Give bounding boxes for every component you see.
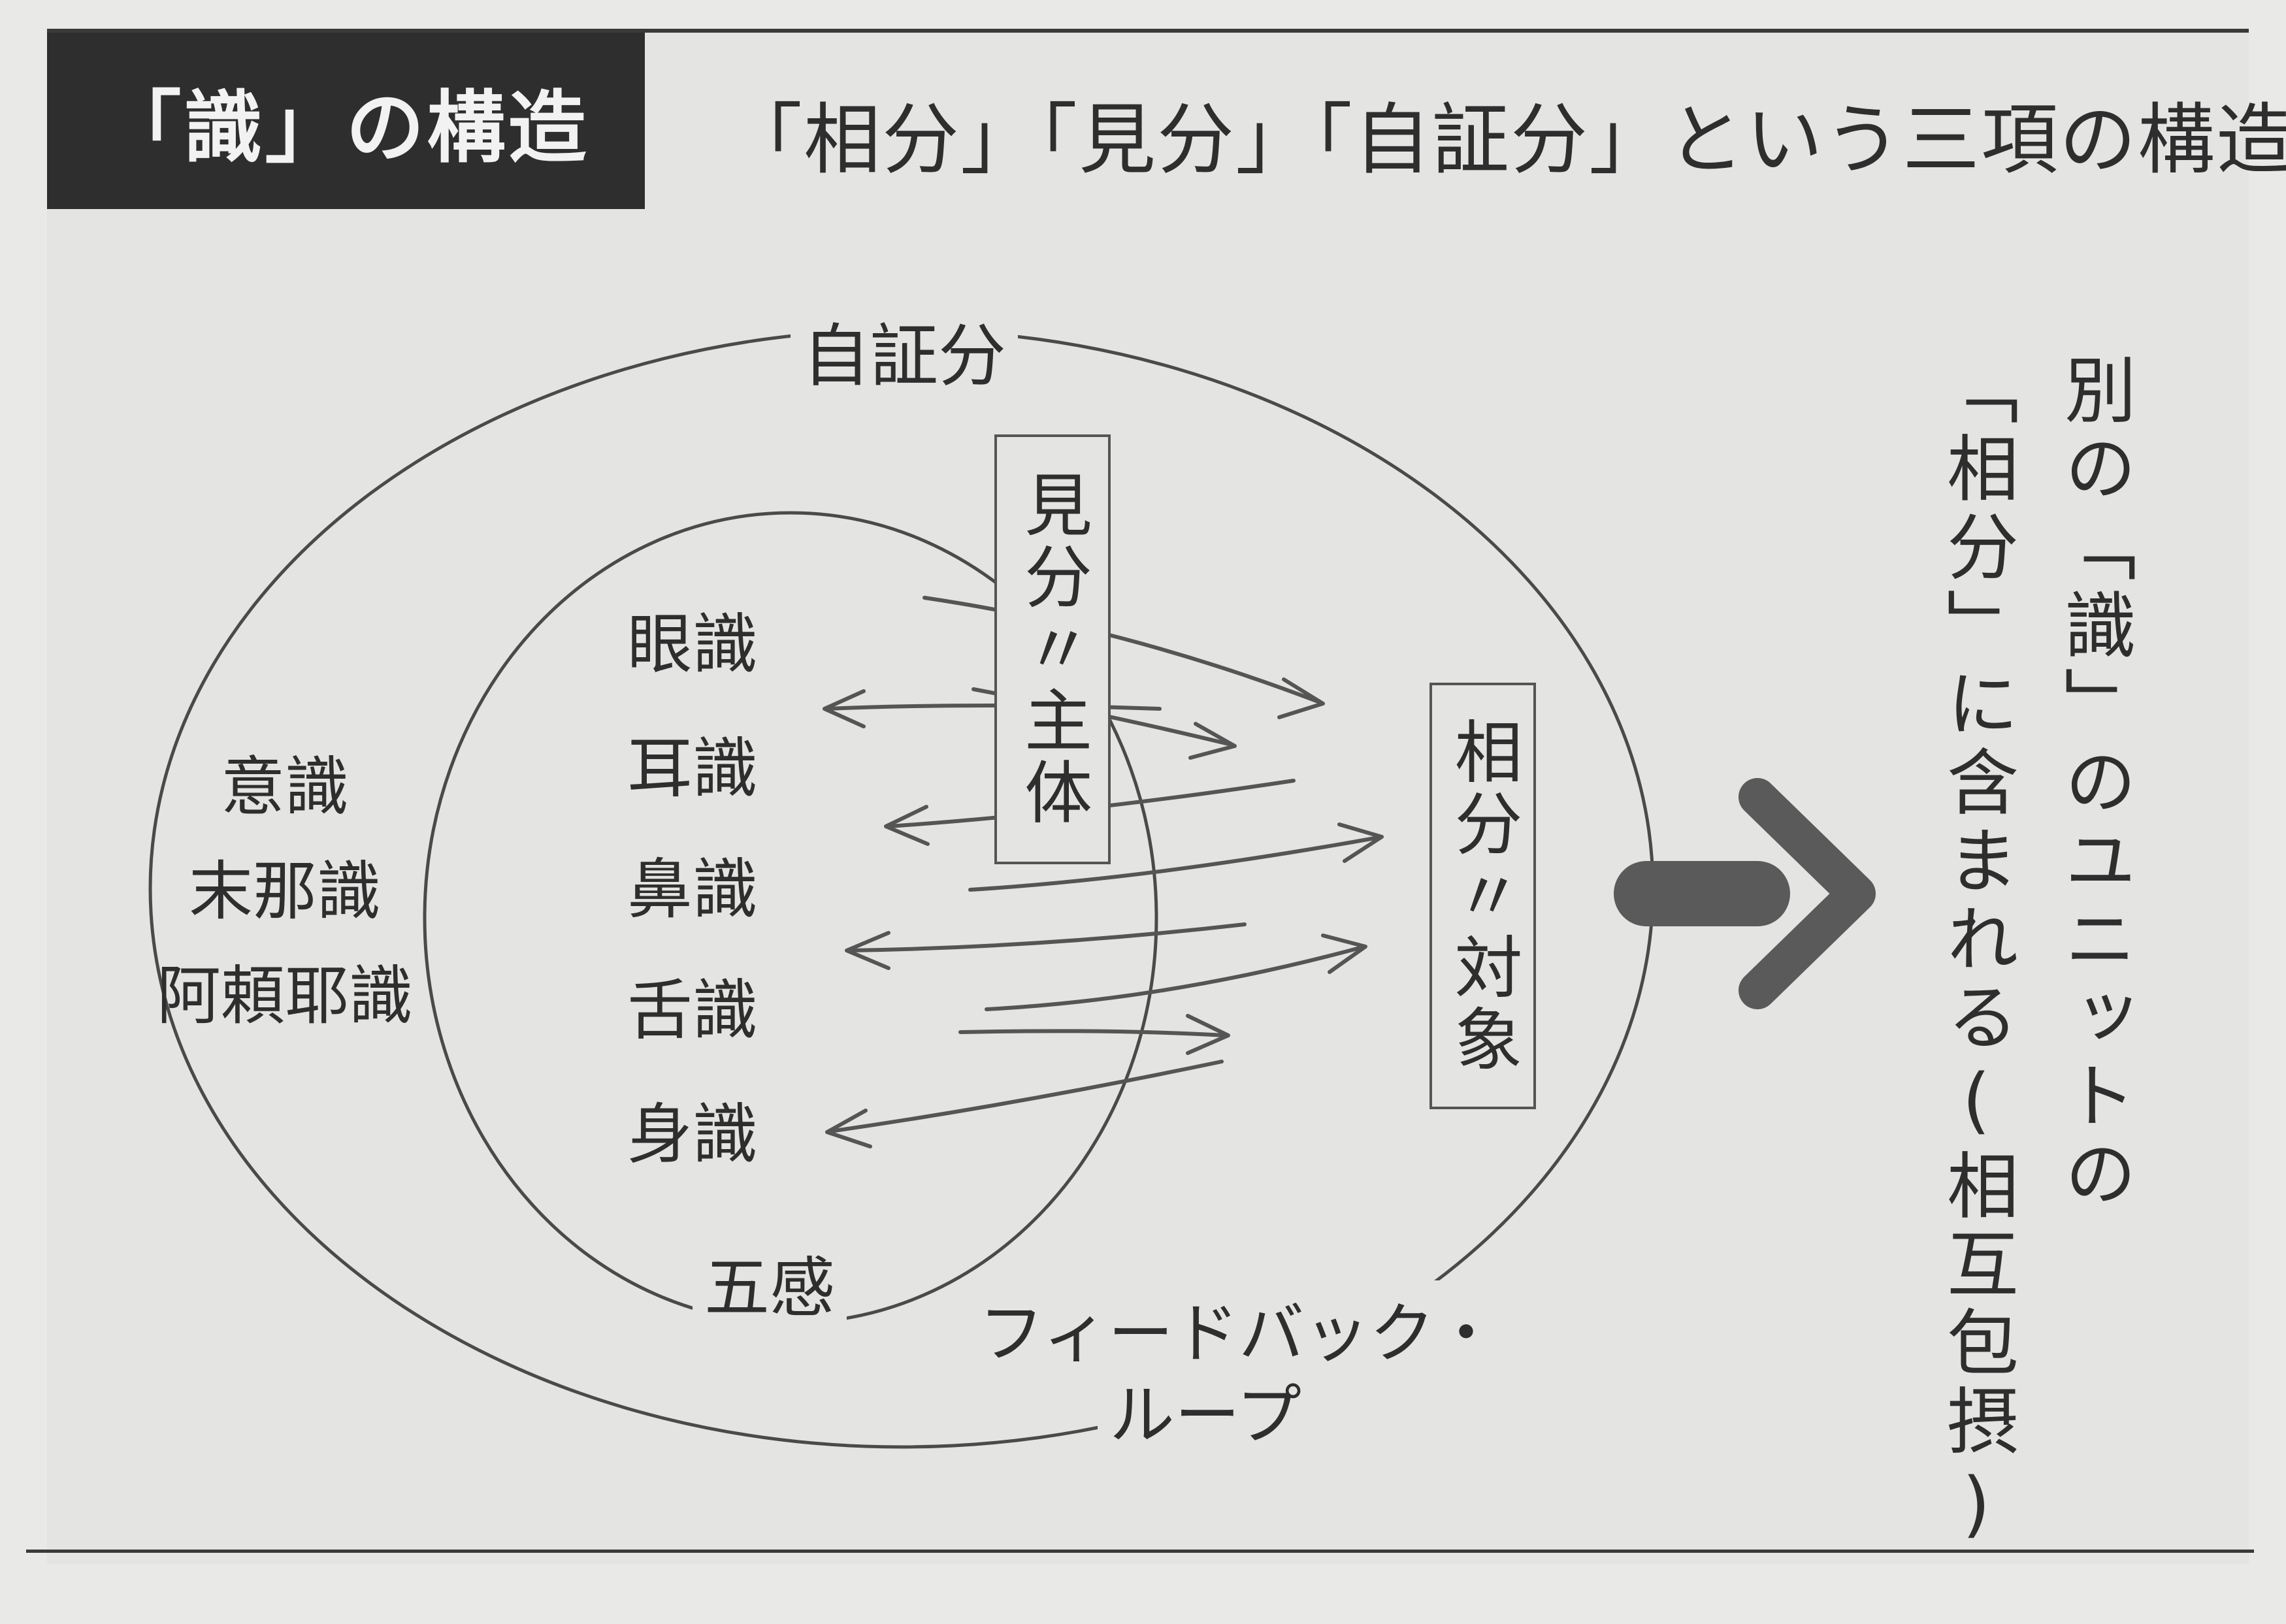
- kenbun-box: 見分〃主体: [994, 434, 1111, 864]
- inner-label-gokan: 五感: [693, 1235, 847, 1329]
- big-right-arrow: [1614, 778, 1876, 1009]
- feedback-label-line1: フィードバック・: [967, 1280, 1510, 1375]
- sense-shinshiki: 身識: [627, 1096, 758, 1173]
- page-title: 「識」の構造: [103, 83, 589, 174]
- left-label-stack: 意識 末那識 阿頼耶識: [157, 735, 413, 1048]
- bottom-rule: [26, 1550, 2254, 1553]
- kenbun-label: 見分〃主体: [1012, 470, 1092, 829]
- soubun-label: 相分〃対象: [1443, 716, 1522, 1076]
- left-label-arayashiki: 阿頼耶識: [157, 959, 414, 1033]
- feedback-label-line2: ループ: [1098, 1362, 1313, 1457]
- right-text-col2: 「相分」に含まれる(相互包摂): [1935, 353, 2018, 1552]
- left-label-manashiki: 末那識: [189, 854, 382, 929]
- sense-zesshiki: 舌識: [627, 972, 758, 1048]
- top-rule: [47, 29, 2249, 33]
- sense-genshiki: 眼識: [627, 606, 758, 683]
- right-text-col1: 別の「識」のユニットの: [2052, 353, 2136, 1215]
- arrow-right-3: [968, 822, 1384, 892]
- arrow-right-1: [923, 596, 1325, 719]
- sense-nishiki: 耳識: [627, 730, 758, 807]
- arrow-left-3: [845, 922, 1247, 970]
- left-label-ishiki: 意識: [221, 750, 350, 824]
- title-box: 「識」の構造: [47, 33, 645, 209]
- arrow-right-4: [985, 934, 1367, 1011]
- soubun-box: 相分〃対象: [1429, 683, 1536, 1109]
- arrow-left-4: [825, 1060, 1224, 1148]
- subtitle: 「相分」「見分」「自証分」という三項の構造: [725, 95, 2286, 185]
- arrow-right-5: [958, 1014, 1230, 1055]
- sense-bishiki: 鼻識: [627, 851, 758, 928]
- arrow-left-1: [823, 689, 1162, 728]
- outer-label-jishoubun: 自証分: [791, 300, 1019, 399]
